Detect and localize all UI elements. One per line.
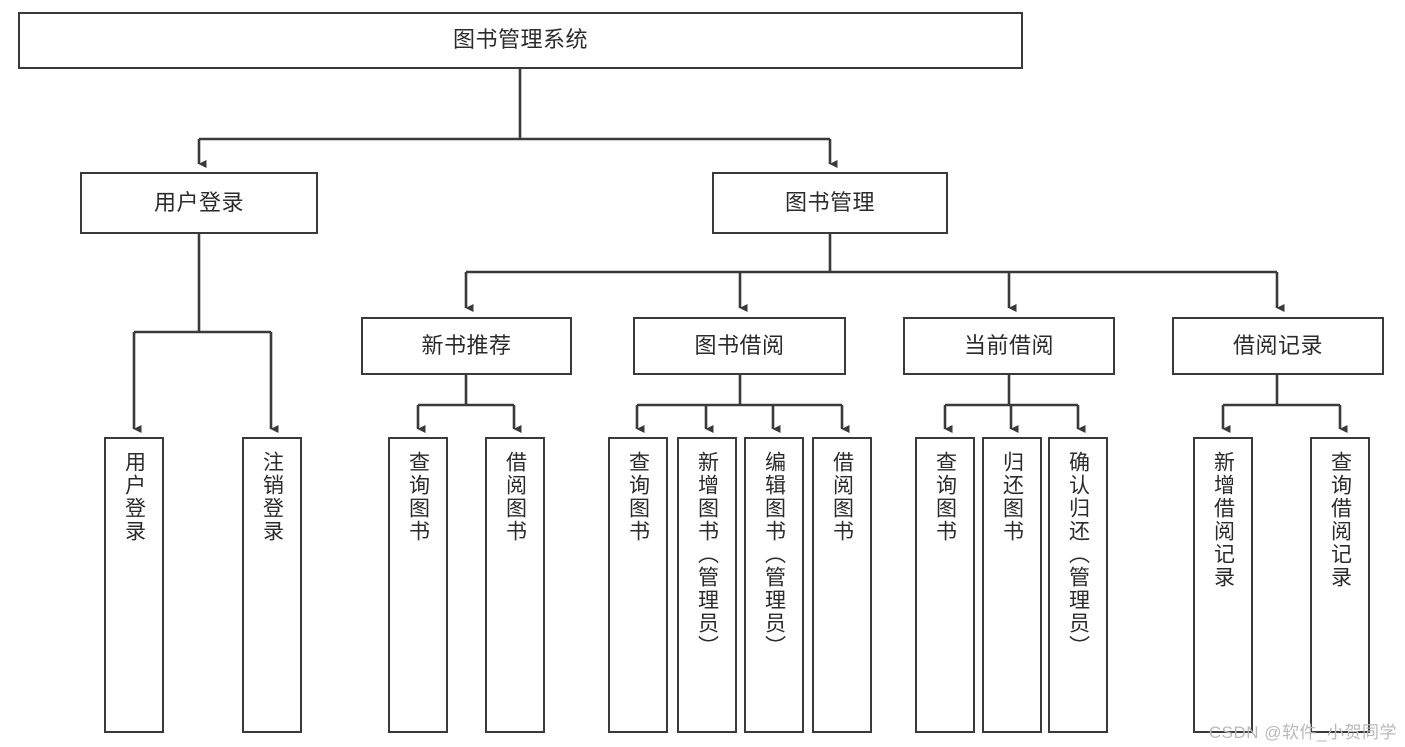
node-borrow-record-label: 借阅记录 [1232,332,1323,358]
node-leaf-query-record[interactable]: 查询借阅记录 [1310,437,1370,733]
node-current-borrow-label: 当前借阅 [963,332,1054,358]
node-leaf-logout[interactable]: 注销登录 [242,437,302,733]
csdn-watermark: CSDN @软件_小贺同学 [1208,723,1397,742]
node-leaf-borrow-book-2-label: 借阅图书 [830,451,854,543]
node-leaf-query-book-3-label: 查询图书 [933,451,957,543]
node-leaf-add-record[interactable]: 新增借阅记录 [1193,437,1253,733]
node-current-borrow[interactable]: 当前借阅 [903,317,1115,375]
node-leaf-user-login-label: 用户登录 [122,451,146,543]
node-root-system[interactable]: 图书管理系统 [18,12,1023,69]
node-leaf-borrow-book-1[interactable]: 借阅图书 [485,437,545,733]
node-user-login-label: 用户登录 [153,189,244,215]
node-user-login[interactable]: 用户登录 [80,172,318,234]
node-leaf-query-book-2[interactable]: 查询图书 [608,437,668,733]
node-leaf-add-book[interactable]: 新增图书（管理员） [677,437,737,733]
node-leaf-confirm-return[interactable]: 确认归还（管理员） [1048,437,1108,733]
node-leaf-add-record-label: 新增借阅记录 [1211,451,1235,589]
node-borrow-record[interactable]: 借阅记录 [1172,317,1384,375]
node-leaf-query-record-label: 查询借阅记录 [1328,451,1352,589]
node-leaf-return-book-label: 归还图书 [1000,451,1024,543]
node-book-borrow-label: 图书借阅 [694,332,785,358]
node-leaf-borrow-book-1-label: 借阅图书 [503,451,527,543]
node-leaf-query-book-1[interactable]: 查询图书 [388,437,448,733]
node-root-system-label: 图书管理系统 [452,27,588,53]
node-leaf-edit-book-label: 编辑图书（管理员） [762,451,786,658]
node-leaf-query-book-3[interactable]: 查询图书 [915,437,975,733]
node-leaf-add-book-label: 新增图书（管理员） [695,451,719,658]
node-leaf-borrow-book-2[interactable]: 借阅图书 [812,437,872,733]
node-leaf-query-book-2-label: 查询图书 [626,451,650,543]
node-leaf-logout-label: 注销登录 [260,451,284,543]
node-new-book-recommend[interactable]: 新书推荐 [361,317,572,375]
node-leaf-edit-book[interactable]: 编辑图书（管理员） [744,437,804,733]
node-book-manage-label: 图书管理 [784,189,875,215]
node-new-book-recommend-label: 新书推荐 [421,332,512,358]
node-book-borrow[interactable]: 图书借阅 [633,317,846,375]
node-book-manage[interactable]: 图书管理 [712,172,948,234]
node-leaf-return-book[interactable]: 归还图书 [982,437,1042,733]
node-leaf-user-login[interactable]: 用户登录 [104,437,164,733]
node-leaf-confirm-return-label: 确认归还（管理员） [1066,451,1090,658]
node-leaf-query-book-1-label: 查询图书 [406,451,430,543]
